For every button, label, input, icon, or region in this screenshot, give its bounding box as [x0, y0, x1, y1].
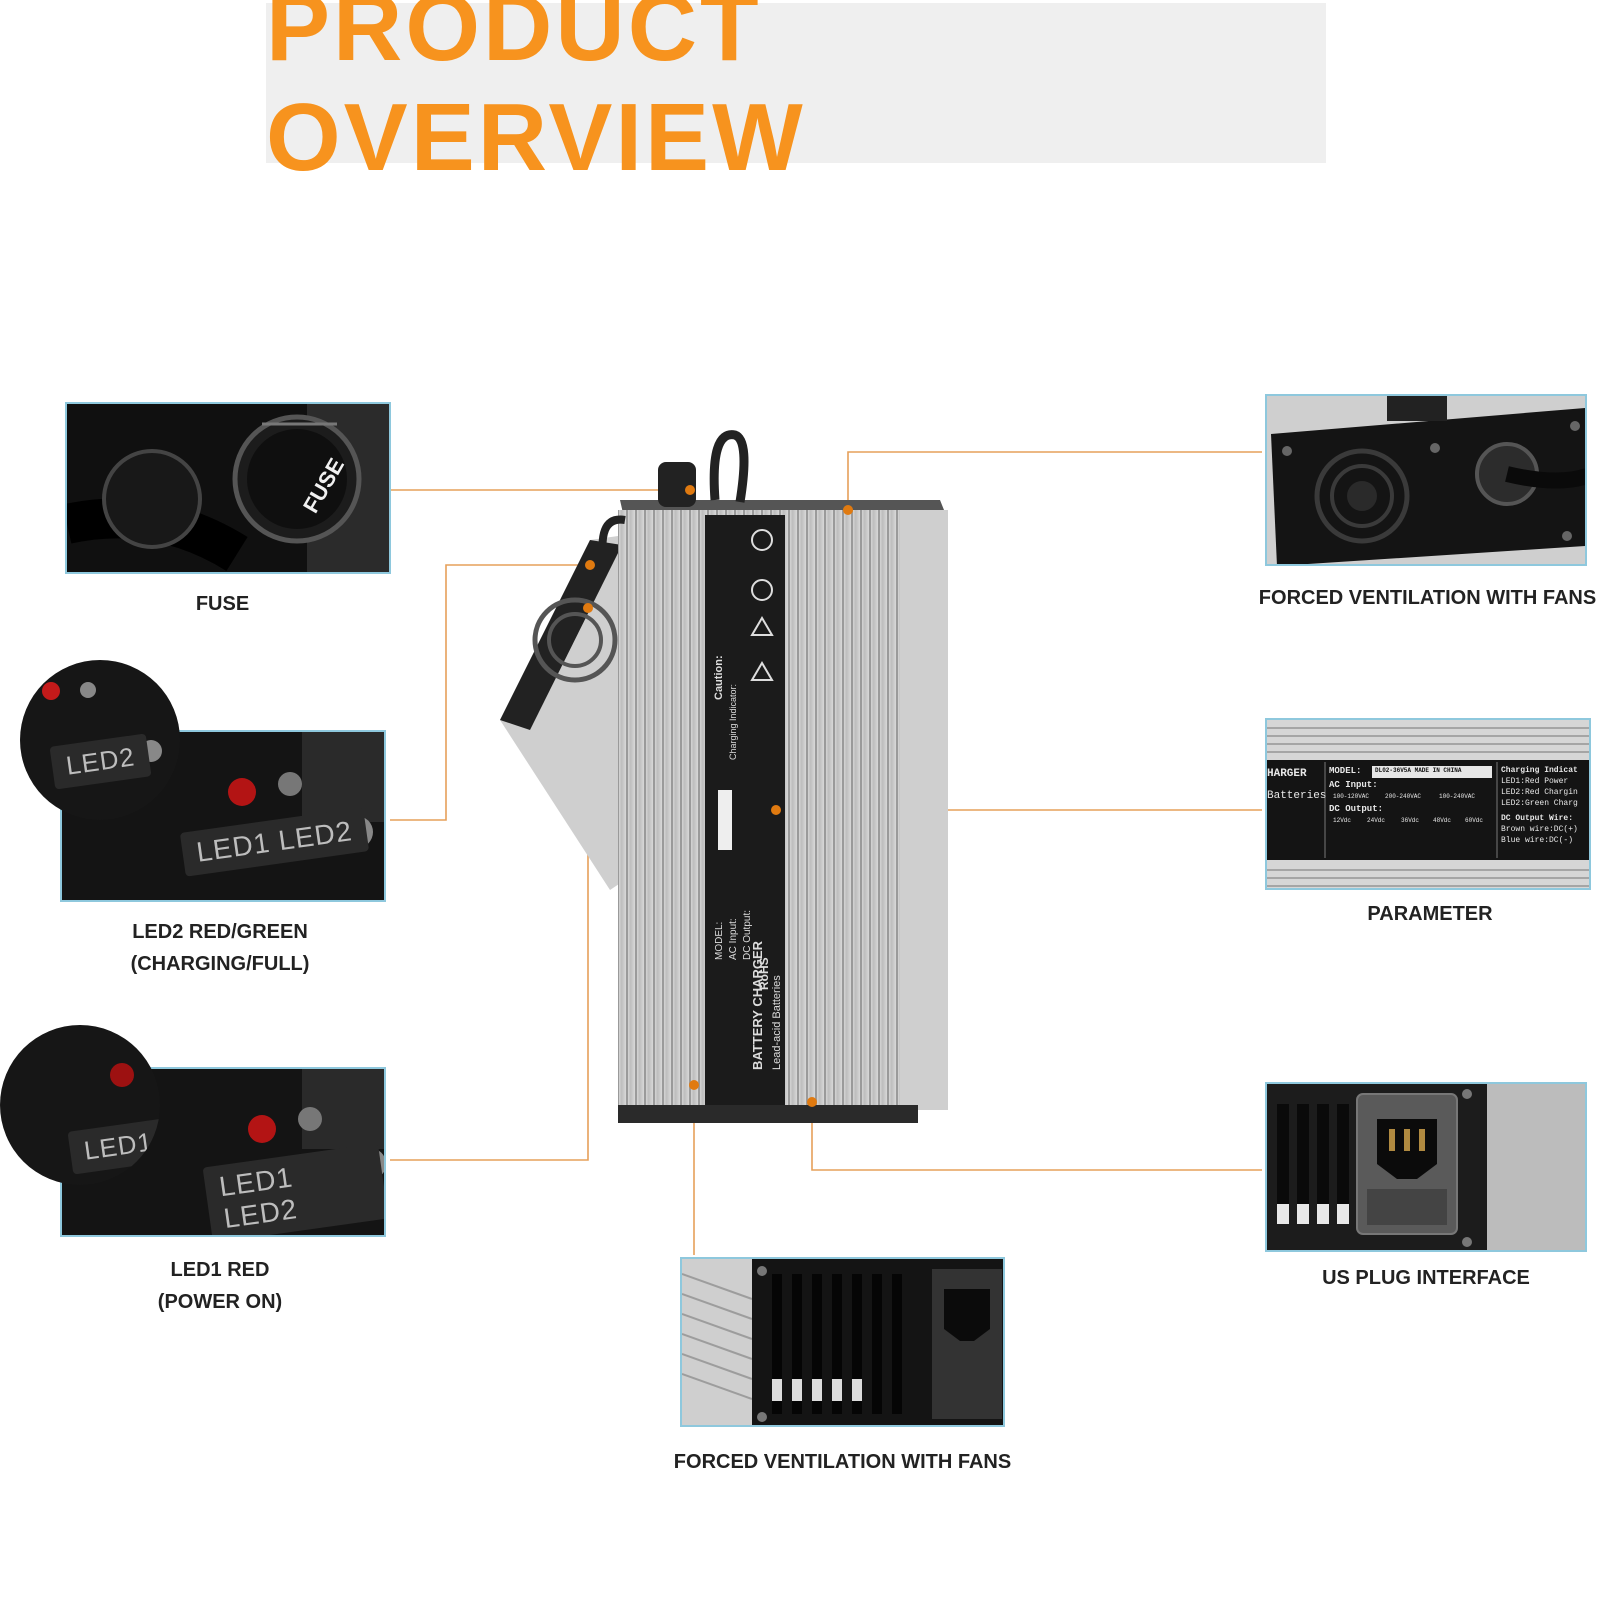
param-charger: HARGER	[1267, 768, 1307, 780]
led1-caption-line1: LED1 RED	[170, 1259, 270, 1281]
param-ac-opt-1: 200-240VAC	[1385, 793, 1422, 800]
fan-bottom-caption: FORCED VENTILATION WITH FANS	[673, 1451, 1012, 1473]
param-ac-opt-2: 100-240VAC	[1439, 793, 1476, 800]
fuse-caption: FUSE	[195, 593, 250, 615]
param-dc-output: DC Output:	[1329, 804, 1384, 814]
param-model: MODEL:	[1329, 766, 1362, 776]
charger-label-model: MODEL:	[714, 922, 725, 960]
us-plug-photo	[1265, 1082, 1587, 1252]
param-ac-input: AC Input:	[1329, 780, 1378, 790]
header-band	[266, 3, 1326, 163]
fuse-photo: FUSE	[65, 402, 391, 574]
charger-label-caution: Caution:	[713, 655, 725, 700]
page-title: PRODUCT OVERVIEW	[266, 0, 806, 191]
fan-bottom-photo	[680, 1257, 1005, 1427]
leader-dot-fuse	[685, 485, 695, 495]
parameter-photo: HARGER Batteries MODEL: DL02-36V5A MADE …	[1265, 718, 1591, 890]
led2-bubble-plate: LED2	[49, 733, 152, 790]
param-volt-3: 48Vdc	[1433, 817, 1452, 824]
param-ac-opt-0: 100-120VAC	[1333, 793, 1370, 800]
param-volt-0: 12Vdc	[1333, 817, 1352, 824]
parameter-caption: PARAMETER	[1367, 903, 1493, 925]
leader-dot-fan-bottom	[689, 1080, 699, 1090]
led2-caption-line1: LED2 RED/GREEN	[132, 921, 308, 943]
param-led2b: LED2:Green Charg	[1501, 799, 1578, 808]
param-batteries: Batteries	[1267, 790, 1327, 802]
charger-label-dc: DC Output:	[742, 910, 753, 960]
charger-label-rohs: RoHS	[757, 957, 771, 990]
leader-dot-led2	[585, 560, 595, 570]
param-volt-4: 60Vdc	[1465, 817, 1484, 824]
led1-zoom-bubble: LED1	[0, 1025, 160, 1185]
led2-caption-line2: (CHARGING/FULL)	[130, 953, 310, 975]
param-brown: Brown wire:DC(+)	[1501, 825, 1578, 834]
charger-label-ac: AC Input:	[728, 918, 739, 960]
led2-zoom-bubble: LED2	[20, 660, 180, 820]
fan-top-caption: FORCED VENTILATION WITH FANS	[1258, 587, 1597, 609]
param-led2: LED2:Red Chargin	[1501, 788, 1578, 797]
led1-caption-line2: (POWER ON)	[157, 1291, 283, 1313]
param-model-value: DL02-36V5A MADE IN CHINA	[1375, 767, 1462, 774]
charger-label-heading: BATTERY CHARGER	[750, 940, 765, 1070]
charger-label-sub: Lead-acid Batteries	[771, 975, 783, 1070]
charger-label-indicator: Charging Indicator:	[728, 684, 738, 760]
param-led1: LED1:Red Power	[1501, 777, 1569, 786]
param-volt-1: 24Vdc	[1367, 817, 1386, 824]
leader-dot-fan-top	[843, 505, 853, 515]
param-charging-ind: Charging Indicat	[1501, 766, 1578, 775]
param-dc-wire: DC Output Wire:	[1501, 814, 1574, 823]
leader-dot-parameter	[771, 805, 781, 815]
param-blue: Blue wire:DC(-)	[1501, 836, 1574, 845]
leader-dot-led1	[583, 603, 593, 613]
us-plug-caption: US PLUG INTERFACE	[1322, 1267, 1530, 1289]
charger-image: BATTERY CHARGER Lead-acid Batteries MODE…	[500, 430, 948, 1123]
fan-top-photo	[1265, 394, 1587, 566]
leader-dot-us-plug	[807, 1097, 817, 1107]
param-volt-2: 36Vdc	[1401, 817, 1420, 824]
